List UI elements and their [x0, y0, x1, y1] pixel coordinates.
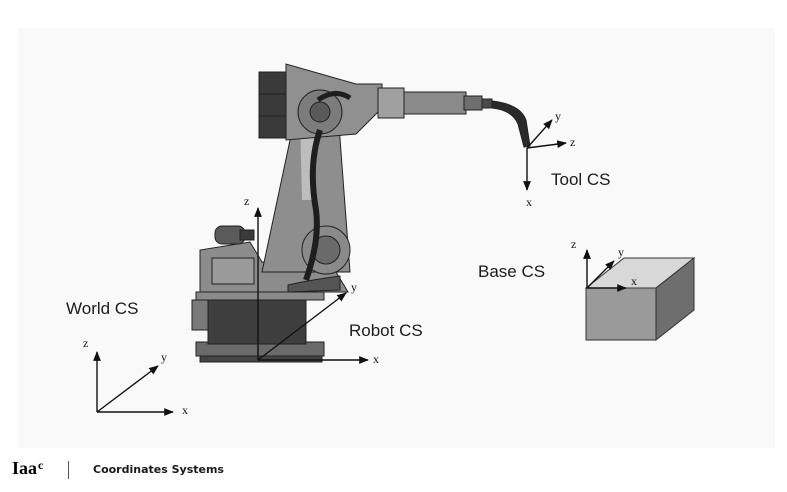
world-y-label: y [161, 350, 167, 364]
world-z-label: z [83, 336, 88, 350]
tool-z-label: z [570, 135, 575, 149]
base-cs-axes: z x y [571, 237, 637, 292]
base-z-label: z [571, 237, 576, 251]
tool-cs-label: Tool CS [551, 170, 611, 189]
footer: Iaac Coordinates Systems [0, 455, 787, 492]
base-y-label: y [618, 245, 624, 259]
industrial-robot-illustration [191, 63, 531, 363]
world-x-label: x [182, 403, 188, 417]
logo-main: Iaa [12, 458, 38, 478]
tool-y-label: y [555, 109, 561, 123]
robot-y-label: y [351, 280, 357, 294]
robot-z-label: z [244, 194, 249, 208]
base-cs-label: Base CS [478, 262, 546, 281]
robot-cs-label: Robot CS [349, 321, 423, 340]
world-cs-axes: z x y [83, 336, 188, 417]
tool-cs-axes: x z y [523, 109, 575, 209]
iaac-logo: Iaac [12, 458, 43, 479]
robot-x-label: x [373, 352, 379, 366]
logo-divider [68, 461, 69, 479]
robot-cs-axes: z x y [244, 194, 379, 366]
cube-illustration [584, 256, 696, 342]
base-x-label: x [631, 274, 637, 288]
tool-x-label: x [526, 195, 532, 209]
world-cs-label: World CS [66, 299, 139, 318]
logo-sup: c [38, 458, 44, 472]
slide-title: Coordinates Systems [93, 463, 224, 476]
